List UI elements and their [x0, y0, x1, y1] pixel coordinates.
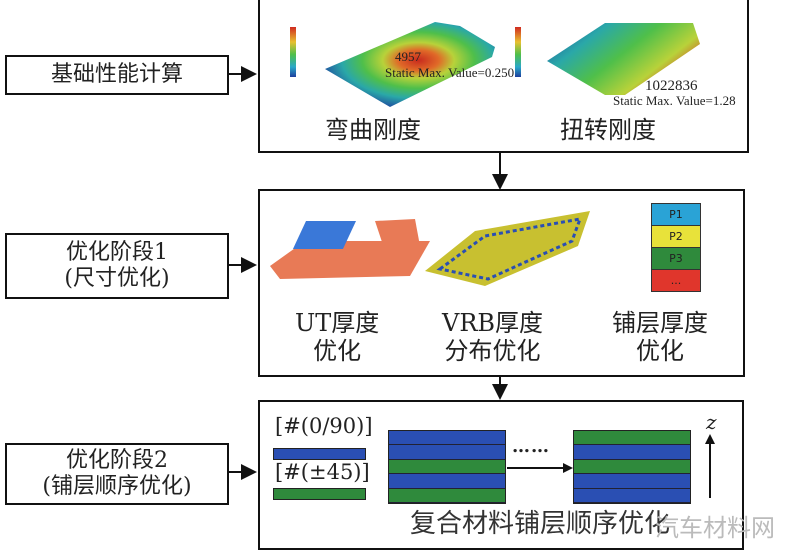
vrb-model [425, 211, 590, 286]
stage-label-text: 基础性能计算 [50, 62, 183, 87]
vrb-model-stripes [436, 217, 583, 281]
ut-model-blue-band [292, 221, 357, 249]
panel-sequence-optimization: [#(0/90)] [#(±45)] …… z 复合材料铺层顺序优化 [258, 400, 744, 550]
ply-45-swatch [273, 488, 366, 500]
caption-line: VRB厚度 [442, 309, 544, 337]
torsion-max-value: Static Max. Value=1.28 [613, 93, 736, 108]
legend-colorbar-icon [515, 27, 521, 77]
ut-caption: UT厚度 优化 [295, 309, 379, 365]
ply-layer-45 [574, 431, 690, 446]
sequence-caption: 复合材料铺层顺序优化 [410, 509, 671, 539]
ply-p3: P3 [652, 248, 700, 270]
ply-thickness-legend: P1 P2 P3 ... [651, 203, 701, 292]
ply-layer-0-90 [389, 431, 505, 446]
stage-label-basic: 基础性能计算 [5, 55, 229, 95]
torsion-caption: 扭转刚度 [560, 116, 656, 144]
ply-p1: P1 [652, 204, 700, 226]
arrow-right-icon [507, 463, 573, 473]
z-axis-arrow-icon [705, 434, 715, 498]
ut-model-base [270, 241, 430, 279]
panel-models [270, 211, 590, 286]
torsion-plate-plot [547, 23, 700, 95]
stage-label-opt2: 优化阶段2 (铺层顺序优化) [5, 443, 229, 505]
bending-caption: 弯曲刚度 [325, 116, 421, 144]
panel-basic-performance: 4957 Static Max. Value=0.250 1022836 Sta… [258, 0, 749, 153]
ply-layer-0-90 [574, 474, 690, 489]
fea-plots [290, 22, 700, 107]
laminate-stack-after [573, 430, 691, 504]
ply-0-90-swatch [273, 448, 366, 460]
iteration-dots: …… [512, 436, 550, 457]
stage-label-text: 优化阶段1 [66, 240, 168, 265]
ply-layer-0-90 [574, 488, 690, 503]
vrb-caption: VRB厚度 分布优化 [442, 309, 543, 365]
caption-line: 分布优化 [444, 337, 541, 365]
panel-size-optimization: P1 P2 P3 ... UT厚度 优化 VRB厚度 分布优化 铺层厚度 优化 [258, 189, 745, 377]
ply-thickness-caption: 铺层厚度 优化 [612, 309, 708, 365]
stage-label-opt1: 优化阶段1 (尺寸优化) [5, 233, 229, 299]
bending-node-id: 4957 [395, 49, 421, 64]
caption-line: 优化 [636, 337, 684, 365]
stage-label-subtext: (铺层顺序优化) [42, 474, 192, 499]
bending-plate-plot [325, 22, 495, 107]
ply-layer-45 [389, 488, 505, 503]
torsion-node-id: 1022836 [645, 78, 698, 94]
ply-layer-0-90 [574, 445, 690, 460]
ply-layer-0-90 [389, 474, 505, 489]
caption-line: 优化 [313, 337, 362, 365]
ut-model-block [375, 219, 420, 251]
ply-more: ... [652, 270, 700, 291]
z-axis-label: z [706, 410, 717, 434]
stage-label-subtext: (尺寸优化) [64, 266, 170, 291]
ply-45-label: [#(±45)] [275, 460, 370, 484]
legend-colorbar-icon [290, 27, 296, 77]
caption-line: UT厚度 [295, 309, 380, 337]
ply-0-90-label: [#(0/90)] [275, 414, 373, 438]
stage-label-text: 优化阶段2 [66, 448, 168, 473]
ply-p2: P2 [652, 226, 700, 248]
ply-layer-45 [574, 459, 690, 475]
caption-line: 铺层厚度 [612, 309, 708, 337]
watermark: 汽车材料网 [655, 514, 775, 542]
bending-max-value: Static Max. Value=0.250 [385, 65, 515, 80]
ply-layer-0-90 [389, 445, 505, 460]
ply-layer-45 [389, 459, 505, 475]
laminate-stack-before [388, 430, 506, 504]
